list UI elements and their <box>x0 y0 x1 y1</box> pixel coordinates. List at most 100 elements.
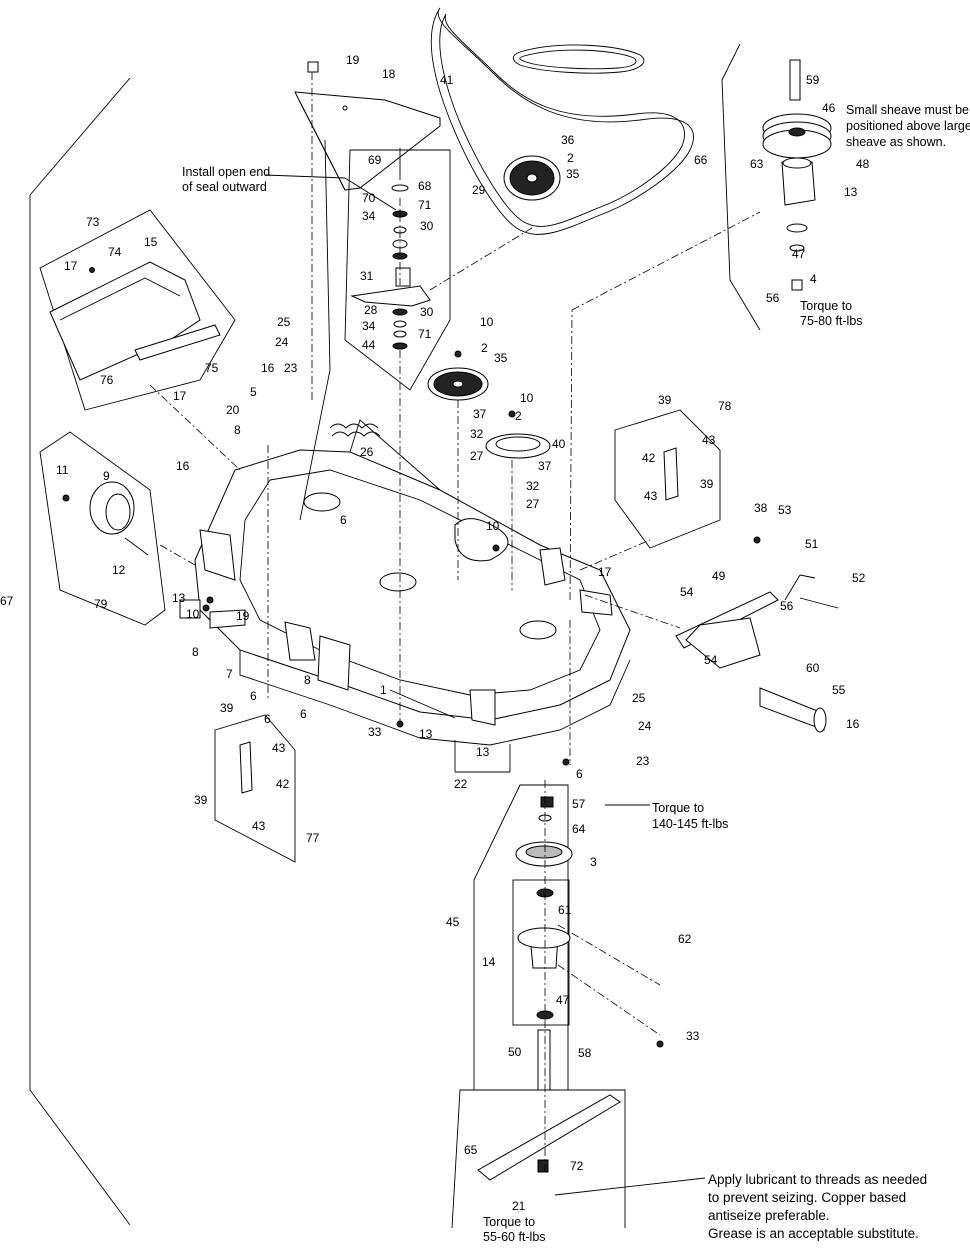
callout: 39 <box>220 701 234 715</box>
callout: 52 <box>852 571 866 585</box>
torque-140-note-line-1: Torque to <box>652 801 704 815</box>
callout: 8 <box>304 673 311 687</box>
callout: 13 <box>172 591 186 605</box>
callout: 42 <box>276 777 290 791</box>
torque-75-note-line-1: Torque to <box>800 299 852 313</box>
callout: 38 <box>754 501 768 515</box>
lubricant-note-line-2: to prevent seizing. Copper based <box>708 1190 906 1205</box>
callout: 73 <box>86 215 100 229</box>
callout: 20 <box>226 403 240 417</box>
seal-note-line-2: of seal outward <box>182 180 267 194</box>
callout: 13 <box>419 727 433 741</box>
callout: 17 <box>598 565 612 579</box>
callout: 10 <box>480 315 494 329</box>
seal-note-line-1: Install open end <box>182 165 270 179</box>
callout: 11 <box>56 463 69 477</box>
callout: 54 <box>680 585 694 599</box>
callout: 37 <box>473 407 487 421</box>
callout: 19 <box>236 609 250 623</box>
callout: 25 <box>632 691 646 705</box>
callout: 68 <box>418 179 432 193</box>
callout: 35 <box>566 167 580 181</box>
callout: 26 <box>360 445 374 459</box>
callout: 23 <box>636 754 650 768</box>
callout: 10 <box>486 519 500 533</box>
leader-lines <box>264 174 706 1196</box>
callout: 79 <box>94 597 108 611</box>
callout: 25 <box>277 315 291 329</box>
callout: 71 <box>418 198 432 212</box>
callout: 19 <box>346 53 360 67</box>
callout: 34 <box>362 319 376 333</box>
callout: 23 <box>284 361 298 375</box>
callout: 18 <box>382 67 396 81</box>
idler-pulleys <box>427 155 561 459</box>
callout: 35 <box>494 351 508 365</box>
torque-55-note-line-2: 55-60 ft-lbs <box>483 1230 546 1244</box>
torque-75-note-line-2: 75-80 ft-lbs <box>800 314 863 328</box>
callout: 69 <box>368 153 382 167</box>
callout: 39 <box>658 393 672 407</box>
callout: 74 <box>108 245 122 259</box>
callout: 62 <box>678 932 692 946</box>
callout: 34 <box>362 209 376 223</box>
callout: 29 <box>472 183 486 197</box>
callout: 43 <box>252 819 266 833</box>
callout: 75 <box>205 361 219 375</box>
callout: 67 <box>0 594 14 608</box>
callout: 8 <box>234 423 241 437</box>
callout: 5 <box>250 385 257 399</box>
callout: 8 <box>192 645 199 659</box>
callout: 66 <box>694 153 708 167</box>
lubricant-note-line-1: Apply lubricant to threads as needed <box>708 1172 927 1187</box>
callout: 56 <box>766 291 780 305</box>
callout: 10 <box>186 607 200 621</box>
sheave-assembly <box>721 43 832 331</box>
callout: 45 <box>446 915 460 929</box>
callout: 59 <box>806 73 820 87</box>
lubricant-note-line-4: Grease is an acceptable substitute. <box>708 1226 919 1241</box>
callout: 58 <box>578 1046 592 1060</box>
callout: 24 <box>275 335 289 349</box>
callout: 2 <box>515 409 522 423</box>
callout: 46 <box>822 101 836 115</box>
callout: 36 <box>561 133 575 147</box>
callout: 76 <box>100 373 114 387</box>
hardware-dots <box>62 267 761 1048</box>
callout: 17 <box>64 259 78 273</box>
callout: 12 <box>112 563 126 577</box>
callout: 40 <box>552 437 566 451</box>
callout: 63 <box>750 157 764 171</box>
callout: 21 <box>512 1199 526 1213</box>
callout: 4 <box>810 272 817 286</box>
spindle-assembly <box>451 784 626 1229</box>
callout: 49 <box>712 569 726 583</box>
callout: 33 <box>368 725 382 739</box>
callout: 32 <box>526 479 540 493</box>
rollers <box>675 574 839 733</box>
callout: 43 <box>702 433 716 447</box>
callout: 10 <box>520 391 534 405</box>
sheave-note-line-2: positioned above large <box>846 119 970 133</box>
callout: 6 <box>576 767 583 781</box>
callout: 24 <box>638 719 652 733</box>
callout: 2 <box>481 341 488 355</box>
sheave-note-line-1: Small sheave must be <box>846 103 969 117</box>
callout: 6 <box>250 689 257 703</box>
callout: 6 <box>340 513 347 527</box>
callout: 39 <box>700 477 714 491</box>
spring <box>329 423 381 437</box>
callout: 33 <box>686 1029 700 1043</box>
callout: 22 <box>454 777 468 791</box>
sheave-note-line-3: sheave as shown. <box>846 135 946 149</box>
callout: 57 <box>572 797 586 811</box>
callout: 31 <box>360 269 374 283</box>
callout: 17 <box>173 389 187 403</box>
callout: 61 <box>558 903 572 917</box>
callout: 3 <box>590 855 597 869</box>
callout: 41 <box>440 73 454 87</box>
callout: 44 <box>362 338 376 352</box>
callout: 47 <box>556 993 570 1007</box>
callout: 47 <box>792 247 806 261</box>
callout: 51 <box>805 537 819 551</box>
